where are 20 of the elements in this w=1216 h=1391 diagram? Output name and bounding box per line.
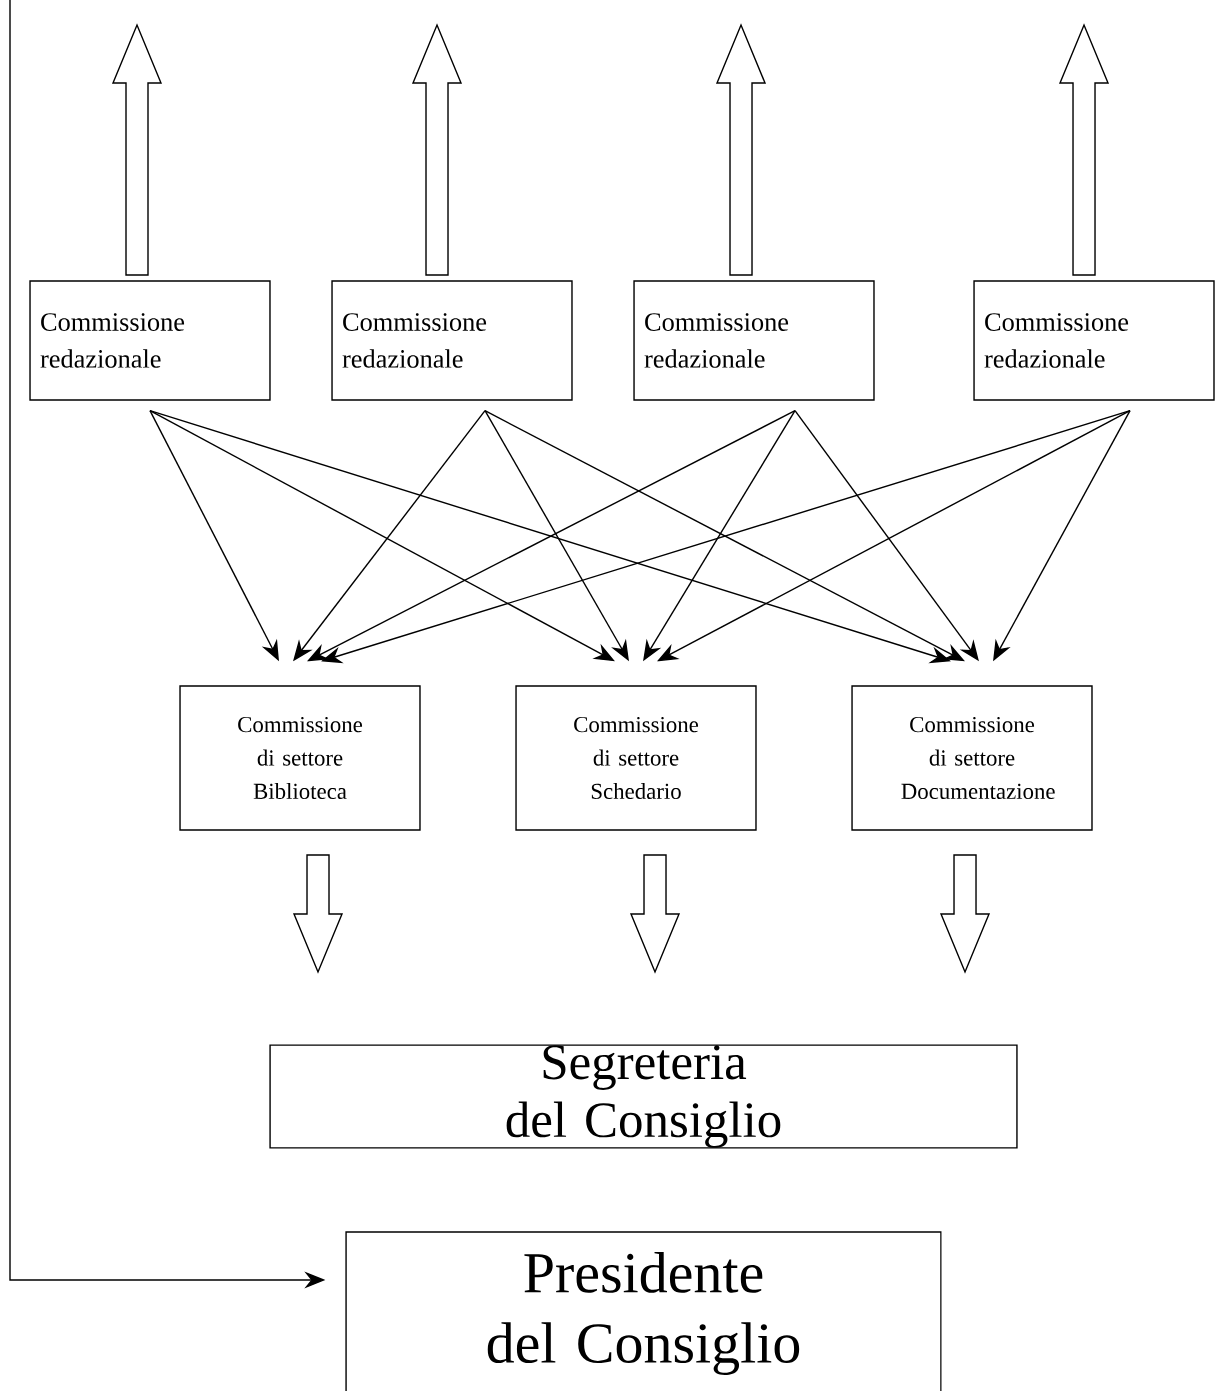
committee-box: Commissione redazionale [973,280,1215,401]
committee-box: Commissione redazionale [633,280,875,401]
president-box: Presidente del Consiglio [345,1231,942,1391]
block-arrow [715,23,767,276]
sector-committee-box: Commissione di settore Documentazione [851,685,1093,831]
block-arrow [292,854,344,974]
secretariat-box: Segreteria del Consiglio [269,1044,1018,1149]
committee-box: Commissione redazionale [29,280,271,401]
arrow [307,410,796,662]
block-arrow [629,854,681,974]
block-arrow [1058,23,1110,276]
sector-committee-box: Commissione di settore Schedario [515,685,757,831]
block-arrow [411,23,463,276]
block-arrow [939,854,991,974]
block-arrow [111,23,163,276]
arrow [657,410,1131,662]
sector-committee-box: Commissione di settore Biblioteca [179,685,421,831]
arrow [149,410,615,662]
committee-box: Commissione redazionale [331,280,573,401]
arrow [484,410,965,662]
